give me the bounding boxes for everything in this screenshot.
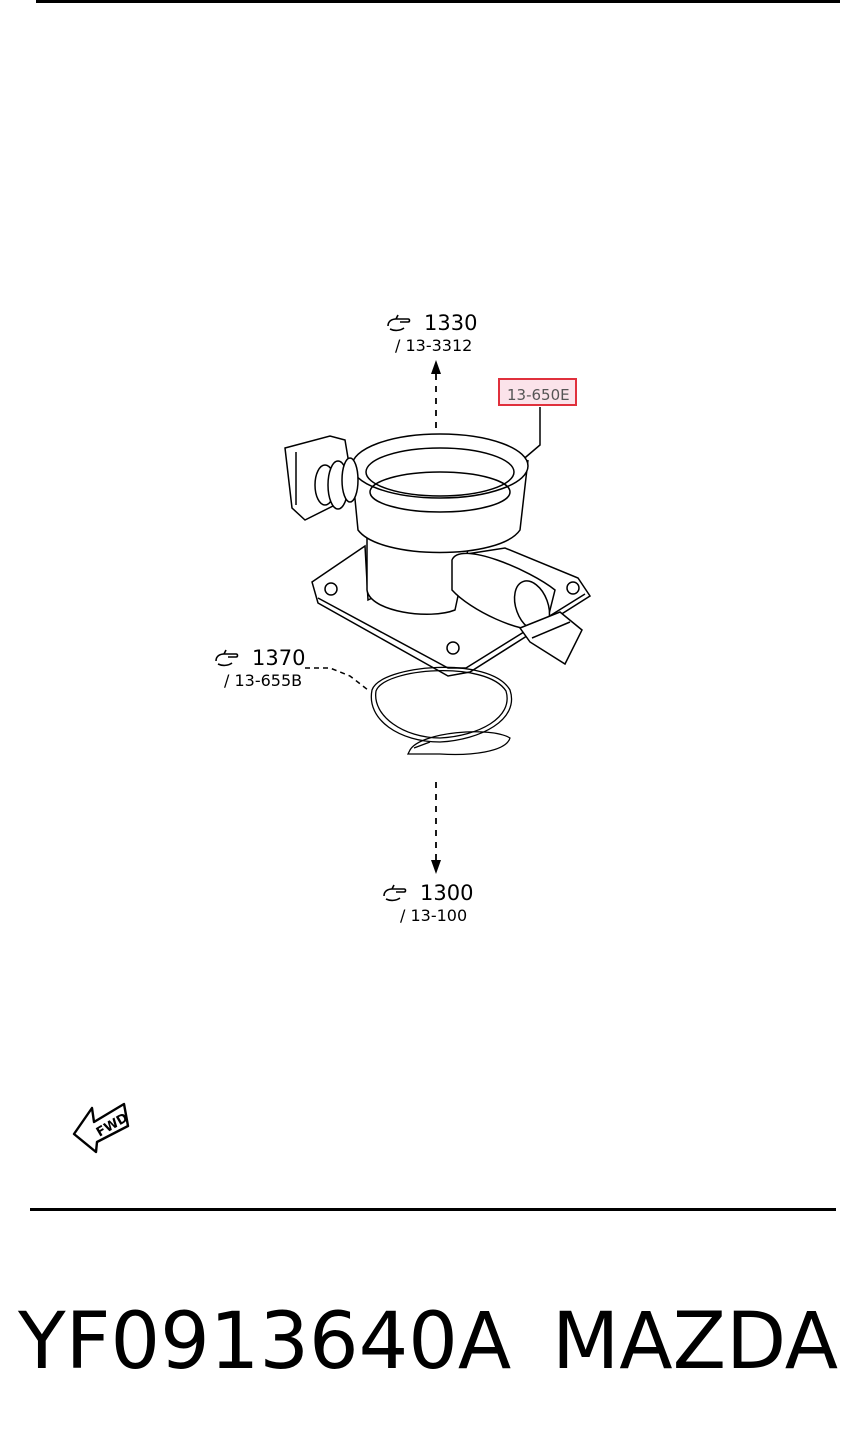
callout-bottom-number: 1300 [420, 881, 473, 905]
callout-bottom: 1300 / 13-100 [383, 881, 473, 925]
highlight-box [498, 378, 577, 406]
highlight-leader-line [519, 407, 541, 463]
highlighted-part-label: 13-650E [507, 386, 570, 404]
top-rule [36, 0, 840, 3]
callout-left-ref: / 13-655B [224, 671, 302, 690]
bottom-arrowhead [431, 860, 441, 874]
left-dashed-leader [305, 667, 369, 691]
pointing-hand-icon [215, 649, 239, 667]
throttle-body [284, 433, 592, 677]
part-number: YF0913640A [18, 1297, 512, 1387]
footer: YF0913640A MAZDA [0, 1292, 864, 1392]
callout-bottom-ref: / 13-100 [400, 906, 467, 925]
gasket [370, 666, 513, 756]
callout-highlighted[interactable]: 13-650E [498, 378, 577, 406]
brand-name: MAZDA [552, 1297, 839, 1387]
callout-top: 1330 / 13-3312 [387, 311, 477, 355]
exploded-parts-diagram: 1330 / 13-3312 13-650E [72, 311, 592, 1154]
callout-left: 1370 / 13-655B [215, 646, 305, 690]
callout-top-ref: / 13-3312 [395, 336, 472, 355]
callout-left-number: 1370 [252, 646, 305, 670]
pointing-hand-icon [383, 884, 407, 902]
bottom-rule [30, 1208, 836, 1211]
top-arrowhead [431, 360, 441, 374]
fwd-arrow-icon: FWD [72, 1102, 131, 1154]
callout-top-number: 1330 [424, 311, 477, 335]
pointing-hand-icon [387, 314, 411, 332]
